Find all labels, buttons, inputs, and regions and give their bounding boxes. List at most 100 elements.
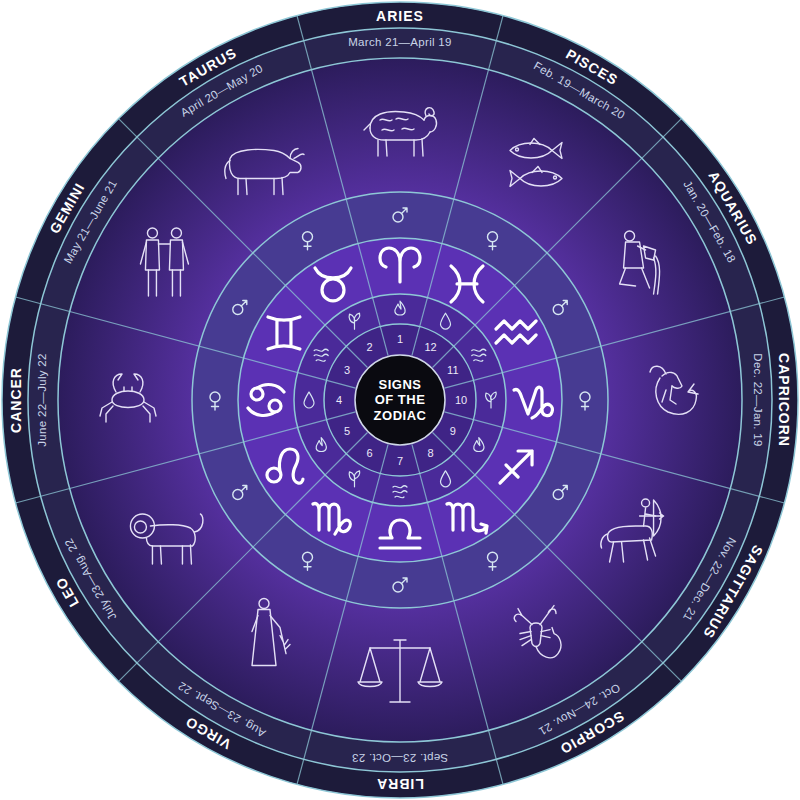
sector-divider (444, 412, 784, 503)
taurus-glyph (315, 268, 351, 301)
sector-divider (119, 119, 368, 368)
sector-divider (412, 444, 503, 784)
leo-glyph (267, 449, 303, 483)
pisces-glyph (451, 266, 483, 302)
house-number: 6 (366, 447, 372, 458)
sagittarius-glyph (500, 451, 532, 483)
sign-name: CANCER (9, 367, 23, 433)
sign-name: ARIES (376, 9, 424, 23)
scorpion-illustration (514, 606, 561, 658)
male-symbol (553, 486, 567, 500)
archer-illustration (601, 499, 664, 562)
sector-divider (444, 297, 784, 388)
bull-illustration (225, 148, 304, 194)
taurus-sector (225, 148, 360, 329)
sign-name: LIBRA (376, 777, 424, 791)
date-band (28, 28, 772, 772)
date-range: Sept. 23—Oct. 23 (352, 751, 448, 763)
aries-sector (364, 108, 437, 315)
title-circle: SIGNS OF THE ZODIAC (354, 354, 446, 446)
sign-name: CAPRICORN (777, 353, 791, 447)
crab-illustration (100, 374, 156, 422)
house-number: 11 (447, 364, 458, 375)
illustration-band (58, 58, 742, 742)
earth-symbol (486, 392, 497, 408)
date-range: June 22—July 22 (37, 353, 49, 446)
water-symbol (441, 471, 451, 487)
fire-symbol (316, 438, 326, 452)
sector-divider (297, 16, 388, 356)
date-range: Dec. 22—Jan. 19 (751, 353, 763, 446)
sector-divider (297, 444, 388, 784)
male-symbol (393, 208, 407, 222)
house-number: 5 (344, 425, 350, 436)
capricorn-glyph (514, 387, 552, 418)
house-number: 4 (336, 395, 342, 406)
male-symbol (233, 301, 247, 315)
circle-outline (355, 355, 445, 445)
house-number: 12 (424, 342, 436, 353)
female-symbol (488, 232, 498, 250)
scorpio-glyph (447, 504, 487, 534)
sector-divider (16, 297, 356, 388)
air-symbol (393, 486, 407, 498)
house-number: 10 (455, 395, 467, 406)
libra-sector (358, 486, 442, 702)
pisces-sector (441, 138, 563, 329)
air-symbol (472, 349, 486, 361)
aquarius-glyph (496, 321, 536, 343)
male-symbol (553, 301, 567, 315)
female-symbol (303, 232, 313, 250)
gemini-glyph (268, 317, 300, 349)
air-symbol (314, 349, 328, 361)
sector-divider (119, 433, 368, 682)
sector-divider (433, 433, 682, 682)
house-number: 9 (450, 425, 456, 436)
fire-symbol (395, 301, 405, 315)
sector-divider (433, 119, 682, 368)
female-symbol (580, 392, 590, 410)
sector-dividers (16, 16, 785, 785)
sea-goat-illustration (650, 366, 698, 414)
scales-illustration (358, 640, 442, 702)
twins-illustration (140, 228, 188, 296)
capricorn-sector (486, 366, 698, 418)
house-number: 8 (427, 447, 433, 458)
virgo-sector (252, 471, 360, 666)
fire-symbol (474, 438, 484, 452)
aries-glyph (380, 248, 420, 282)
maiden-illustration (252, 599, 290, 666)
house-number: 2 (366, 342, 372, 353)
libra-glyph (380, 520, 420, 548)
water-symbol (441, 313, 451, 329)
lion-illustration (130, 514, 202, 564)
sector-divider (16, 412, 356, 503)
cancer-sector (100, 374, 314, 422)
male-symbol (393, 578, 407, 592)
fish-illustration (510, 138, 562, 186)
scorpio-sector (441, 471, 561, 658)
female-symbol (210, 392, 220, 410)
aquarius-sector (472, 231, 660, 361)
date-range: March 21—April 19 (348, 37, 452, 49)
ram-illustration (364, 108, 437, 156)
leo-sector (130, 438, 326, 565)
water-bearer-illustration (620, 231, 660, 294)
center-title: SIGNS OF THE ZODIAC (371, 377, 429, 424)
house-number: 7 (397, 456, 403, 467)
house-number: 3 (344, 364, 350, 375)
house-number: 1 (397, 334, 403, 345)
cancer-glyph (248, 385, 284, 416)
female-symbol (303, 552, 313, 570)
virgo-glyph (313, 504, 350, 535)
male-symbol (233, 486, 247, 500)
sector-divider (412, 16, 503, 356)
earth-symbol (349, 313, 360, 329)
gemini-sector (140, 228, 328, 361)
earth-symbol (349, 471, 360, 487)
female-symbol (488, 552, 498, 570)
water-symbol (304, 392, 314, 408)
sagittarius-sector (474, 438, 664, 563)
